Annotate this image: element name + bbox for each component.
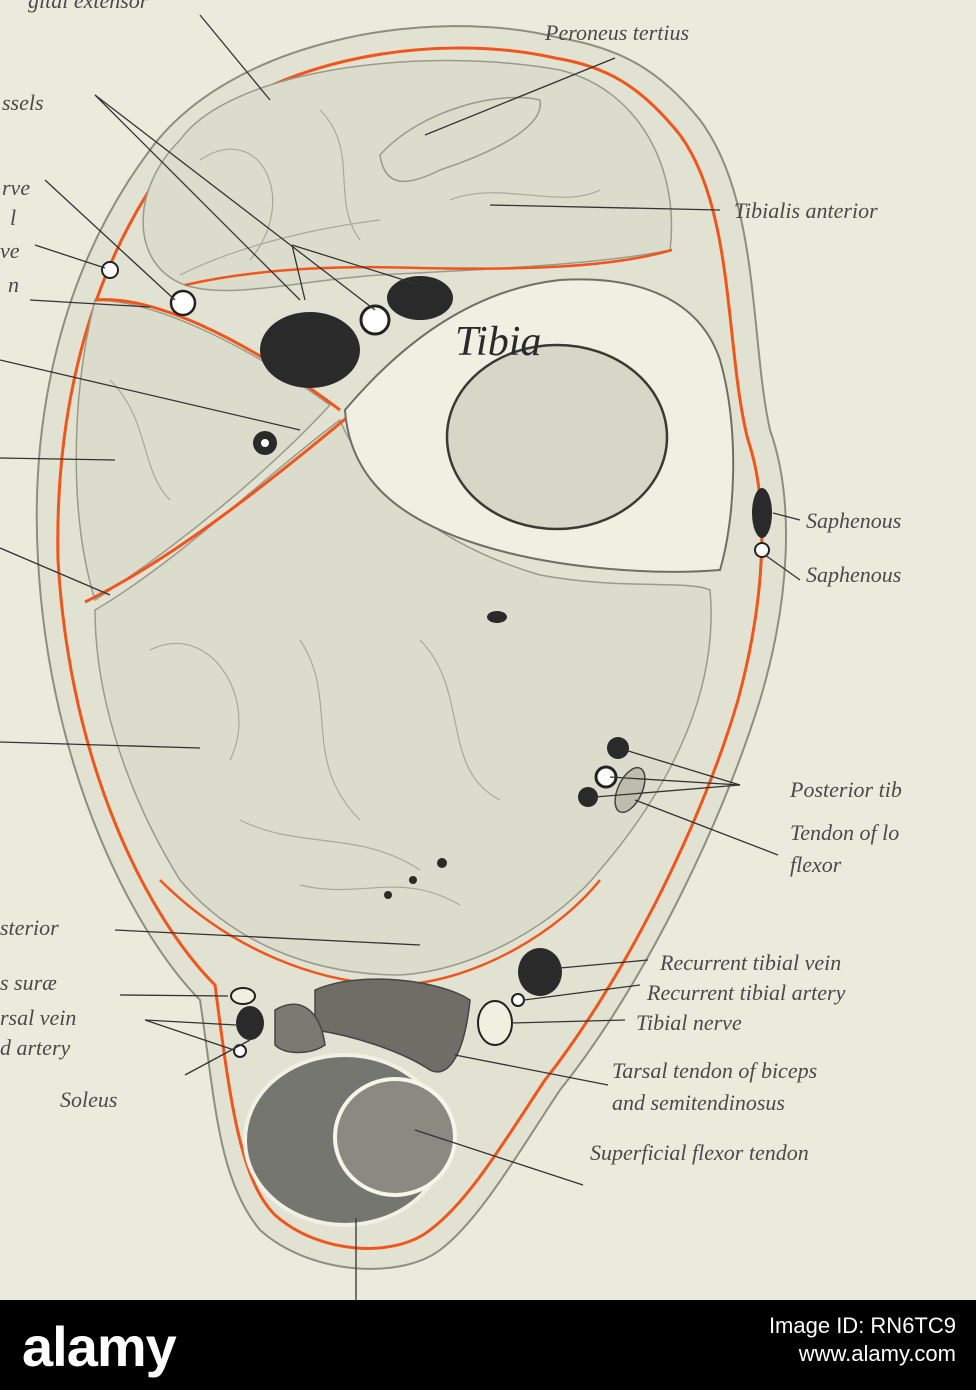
lateral-muscle [75,299,332,602]
tarsal-artery [233,1044,247,1058]
nutrient-vessel [487,611,507,623]
label-tarsal-artery: d artery [0,1035,71,1060]
label-recurrent-tibial-vein: Recurrent tibial vein [659,950,841,975]
superficial-peroneal-nerve [101,261,119,279]
label-peroneus-tertius: Peroneus tertius [544,20,689,45]
label-tibial-nerve: Tibial nerve [636,1010,742,1035]
posterior-tibial-vein-1 [607,737,629,759]
tibia-medullary-cavity [445,343,669,531]
label-digital-extensor: gital extensor [28,0,149,13]
label-tibialis-anterior: Tibialis anterior [734,198,878,223]
leader-lines [0,14,801,1300]
recurrent-tibial-artery [511,993,525,1007]
label-nerve: rve [2,175,30,200]
deep-peroneal-nerve [169,289,197,317]
peroneus-tertius-muscle [379,96,541,183]
nerve-surae [230,987,256,1005]
tarsal-tendon [314,978,471,1073]
label-tarsal-tendon-1: Tarsal tendon of biceps [612,1058,817,1083]
label-tendon-long-flexor-1: Tendon of lo [790,820,899,845]
label-recurrent-tibial-artery: Recurrent tibial artery [646,980,846,1005]
label-n-fragment: n [8,272,19,297]
label-saphenous-vein: Saphenous [806,508,901,533]
saphenous-vein [752,488,772,538]
recurrent-tibial-vein [518,948,562,996]
label-posterior-tibial: Posterior tib [789,777,902,802]
label-tarsal-vein: rsal vein [0,1005,76,1030]
tibia-label: Tibia [455,319,541,365]
superficial-flexor-tendon-core [333,1077,457,1197]
label-vessels: ssels [2,90,44,115]
small-vessel-3 [384,891,392,899]
soleus-muscle [274,1003,326,1054]
anatomical-cross-section: Tibia [0,0,902,1300]
label-superficial-flexor-tendon: Superficial flexor tendon [590,1140,809,1165]
label-tendon-long-flexor-2: flexor [790,852,842,877]
posterior-tibial-vein-2 [578,787,598,807]
small-vessel-2 [409,876,417,884]
label-l-fragment: l [10,205,16,230]
tarsal-vein [236,1006,264,1040]
image-site-text: www.alamy.com [798,1341,956,1366]
image-id-text: Image ID: RN6TC9 [768,1313,956,1338]
label-soleus: Soleus [60,1087,117,1112]
brand-logo: alamy [22,1314,177,1379]
label-nerve-surae: s suræ [0,970,57,995]
deep-flexor-muscle [94,418,712,976]
saphenous-nerve [754,542,770,558]
tibial-nerve [477,1000,513,1046]
brand-name: alamy [22,1315,177,1378]
label-tarsal-tendon-2: and semitendinosus [612,1090,785,1115]
label-ve-fragment: ve [0,238,20,263]
label-posterior: sterior [0,915,59,940]
anterior-tibial-artery [359,304,391,336]
label-saphenous-nerve: Saphenous [806,562,901,587]
watermark-footer: alamy Image ID: RN6TC9 www.alamy.com [0,1300,976,1390]
lateral-vessel-lumen [261,439,269,447]
anterior-tibial-vein-small [387,276,453,320]
small-vessel-1 [437,858,447,868]
image-id-block: Image ID: RN6TC9 www.alamy.com [769,1312,956,1368]
anterior-tibial-vein-large [260,312,360,388]
